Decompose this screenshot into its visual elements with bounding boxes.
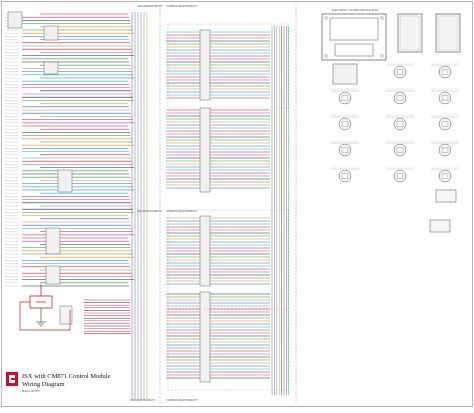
oem-responsibility-label-mid: OEM RESPONSIBILITY [137,210,163,213]
battery-icon [29,284,53,309]
connector-icon [438,169,452,183]
cummins-responsibility-label-mid: CUMMINS RESPONSIBILITY [166,210,198,213]
connector-icon [59,305,73,325]
connector-icon [393,143,407,157]
connector-grid-icon-a [397,13,423,53]
oem-responsibility-label-left: OEM RESPONSIBILITY [137,5,163,8]
diagram-subtitle: Wiring Diagram [22,381,65,388]
connector-pin-block [396,173,404,179]
connector-icon [438,143,452,157]
diagram-title: ISX with CM871 Control Module [22,373,111,380]
connector-icon [393,91,407,105]
connector-icon [199,107,211,193]
connector-pin-block [341,173,349,179]
mid-section-box [167,309,289,391]
oem-responsibility-label-bottom: OEM RESPONSIBILITY [130,399,156,402]
connector-icon [199,29,211,101]
connector-icon [438,117,452,131]
cummins-responsibility-label-bottom: CUMMINS RESPONSIBILITY [166,399,198,402]
mid-section-box [167,209,289,309]
connector-icon [338,91,352,105]
connector-icon [7,11,23,29]
connector-icon [199,291,211,383]
mid-section-box [167,23,289,109]
ground-icon [36,308,46,327]
connector-pin-block [441,147,449,153]
connector-pin-block [396,147,404,153]
connector-icon [438,91,452,105]
connector-grid-icon-b [435,13,461,53]
cummins-logo-icon [6,372,18,386]
bulletin-number: Bulletin 4021475 [22,390,40,393]
connector-icon [438,65,452,79]
connector-pin-block [341,95,349,101]
connector-pin-block [396,69,404,75]
connector-icon [338,143,352,157]
connector-icon [45,227,61,255]
connector-pin-block [396,121,404,127]
connector-icon [393,65,407,79]
cummins-responsibility-label: CUMMINS RESPONSIBILITY [166,5,198,8]
connector-icon [43,61,59,75]
connector-icon [57,169,73,193]
connector-pin-block [396,95,404,101]
connector-icon [338,117,352,131]
left-harness-wires [5,11,148,400]
connector-pin-block [441,121,449,127]
ecm-module-icon [321,13,387,61]
connector-icon [393,169,407,183]
middle-harness-wires [166,23,290,395]
connector-icon [332,63,358,85]
connector-icon [429,219,451,233]
connector-icon [435,189,457,203]
connector-pin-block [441,95,449,101]
connector-icon [45,265,61,285]
connector-icon [199,215,211,287]
sensor-connector-panel [331,62,459,233]
connector-icon [43,25,59,41]
connector-pin-block [441,69,449,75]
sheet-border [1,1,473,407]
ecm-header-label: ELECTRONIC CONTROL MODULE (ECM) [332,9,378,12]
connector-pin-block [341,121,349,127]
connector-icon [338,169,352,183]
battery-loop-wire [19,301,71,331]
connector-icon [393,117,407,131]
connector-pin-block [441,173,449,179]
connector-pin-block [341,147,349,153]
